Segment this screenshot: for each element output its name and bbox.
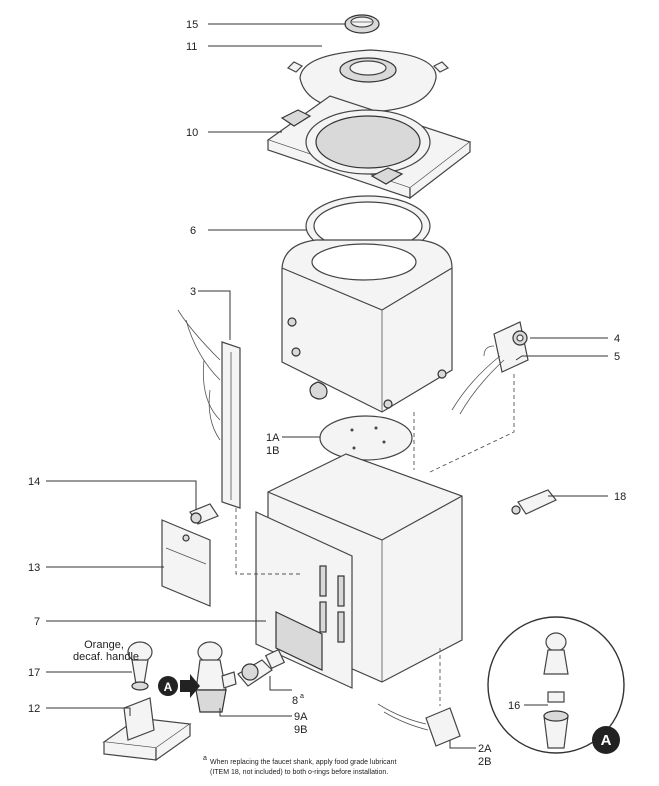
detail-a-badge-letter: A (601, 732, 612, 749)
footnote-line-1: When replacing the faucet shank, apply f… (210, 759, 396, 766)
part-3-level-gauge (177, 309, 241, 509)
label-1a: 1A (266, 432, 280, 444)
label-12: 12 (28, 703, 40, 715)
label-3: 3 (190, 286, 196, 298)
label-8: 8 (292, 695, 298, 707)
label-16: 16 (508, 700, 520, 712)
label-2b: 2B (478, 756, 491, 768)
label-15: 15 (186, 19, 198, 31)
label-9a: 9A (294, 711, 308, 723)
part-10-top-frame (266, 95, 472, 200)
label-10: 10 (186, 127, 198, 139)
label-7: 7 (34, 616, 40, 628)
part-1-plate (319, 415, 413, 461)
assembly-guides (235, 374, 515, 706)
upper-tank (281, 239, 453, 413)
label-14: 14 (28, 476, 40, 488)
callout-a-letter: A (164, 680, 173, 694)
part-11-lid (286, 49, 450, 113)
label-17: 17 (28, 667, 40, 679)
part-13-label-holder (161, 519, 211, 607)
detail-a-view: A (487, 616, 625, 754)
part-14-clip (189, 503, 219, 525)
label-4: 4 (614, 333, 620, 345)
part-18-lubricant-tube (511, 489, 557, 515)
label-decaf-handle: decaf. handle (73, 651, 139, 663)
leader-lines (46, 23, 608, 749)
part-9-faucet (195, 641, 237, 713)
footnote-line-2: (ITEM 18, not included) to both o-rings … (210, 769, 388, 776)
label-5: 5 (614, 351, 620, 363)
label-8-superscript: a (300, 693, 304, 700)
callout-arrow-icon (180, 674, 200, 698)
part-17-decaf-handle (127, 641, 153, 691)
part-7-side-panel (255, 511, 353, 689)
part-8-faucet-shank (237, 648, 286, 687)
part-15-cap (344, 14, 380, 34)
label-6: 6 (190, 225, 196, 237)
label-13: 13 (28, 562, 40, 574)
callout-a-badge: A (158, 674, 200, 698)
part-4-5-thermostat (451, 321, 529, 415)
label-2a: 2A (478, 743, 492, 755)
footnote-marker: a (203, 755, 207, 762)
label-orange: Orange, (84, 639, 124, 651)
label-18: 18 (614, 491, 626, 503)
label-1b: 1B (266, 445, 279, 457)
label-9b: 9B (294, 724, 307, 736)
part-12-drip-tray (102, 697, 192, 762)
label-11: 11 (186, 41, 197, 53)
part-2-heating-element (377, 703, 461, 747)
